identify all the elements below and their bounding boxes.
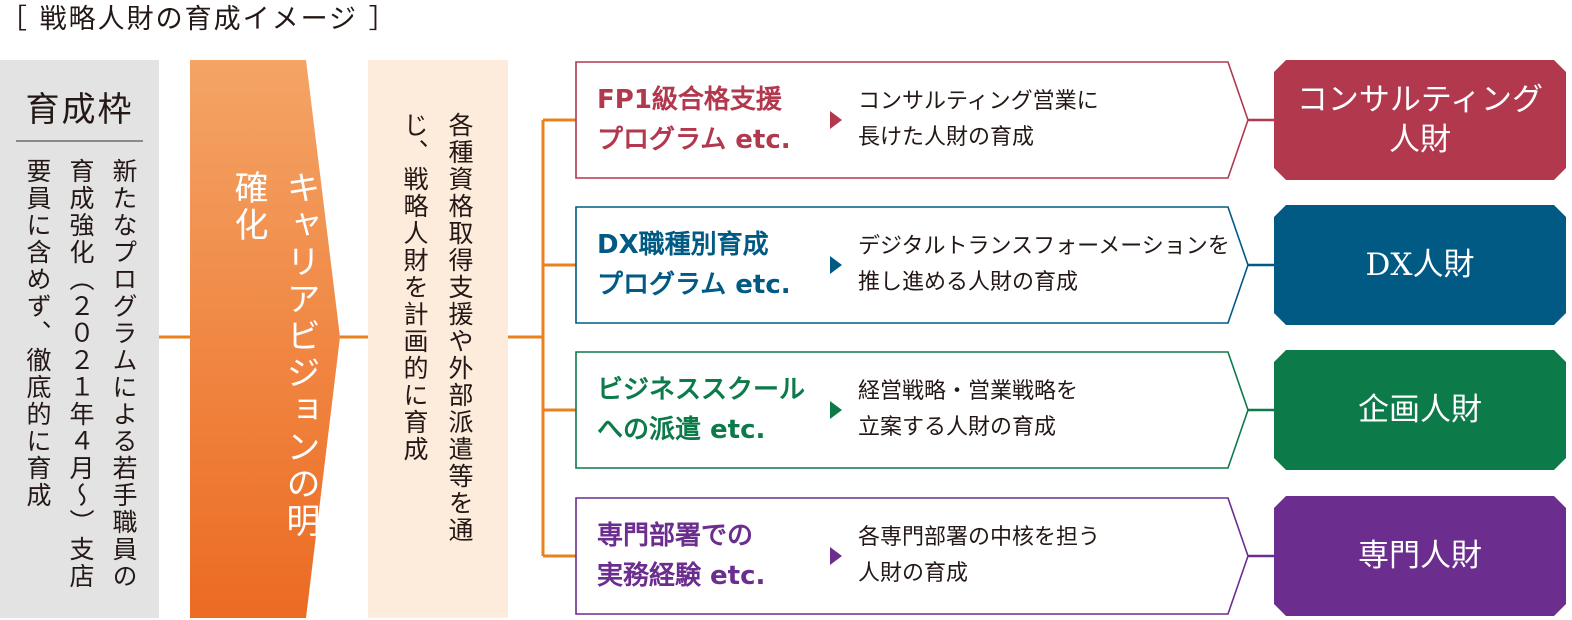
result-label-3: 企画人財 [1358,392,1482,428]
program-box-4 [575,497,1249,615]
career-arrow-shape [190,60,340,618]
page-title: ［ 戦略人財の育成イメージ ］ [0,4,398,35]
result-label-2: DX人財 [1365,247,1475,283]
framework-text: 新たなプログラムによる若手職員の育成強化（２０２１年４月～）支店要員に含めず、徹… [23,158,138,590]
training-method-column [368,60,508,618]
result-label-1: コンサルティング 人財 [1296,82,1544,158]
result-label-4: 専門人財 [1358,538,1482,574]
triangle-arrow-icon [830,401,842,419]
program-desc-3: 経営戦略・営業戦略を 立案する人財の育成 [858,379,1079,440]
result-box-3 [1274,350,1566,470]
result-box-2 [1274,205,1566,325]
program-box-1 [575,61,1249,179]
triangle-arrow-icon [830,547,842,565]
program-box-3 [575,351,1249,469]
training-method-text: 各種資格取得支援や外部派遣等を通じ、戦略人財を計画的に育成 [400,112,474,544]
program-desc-4: 各専門部署の中核を担う 人財の育成 [858,525,1101,586]
result-box-4 [1274,496,1566,616]
triangle-arrow-icon [830,256,842,274]
program-desc-2: デジタルトランスフォーメーションを 推し進める人財の育成 [858,234,1230,295]
program-title-2: DX職種別育成 プログラム etc. [597,230,791,300]
triangle-arrow-icon [830,111,842,129]
program-desc-1: コンサルティング営業に 長けた人財の育成 [858,89,1099,150]
career-vision-label: キャリアビジョンの明確化 [228,170,320,540]
program-box-2 [575,206,1249,324]
program-title-4: 専門部署での 実務経験 etc. [597,521,766,591]
framework-heading: 育成枠 [25,90,134,130]
program-title-1: FP1級合格支援 プログラム etc. [597,85,791,155]
result-box-1 [1274,60,1566,180]
framework-divider [16,140,143,142]
program-title-3: ビジネススクール への派遣 etc. [597,375,806,445]
framework-column [0,60,159,618]
